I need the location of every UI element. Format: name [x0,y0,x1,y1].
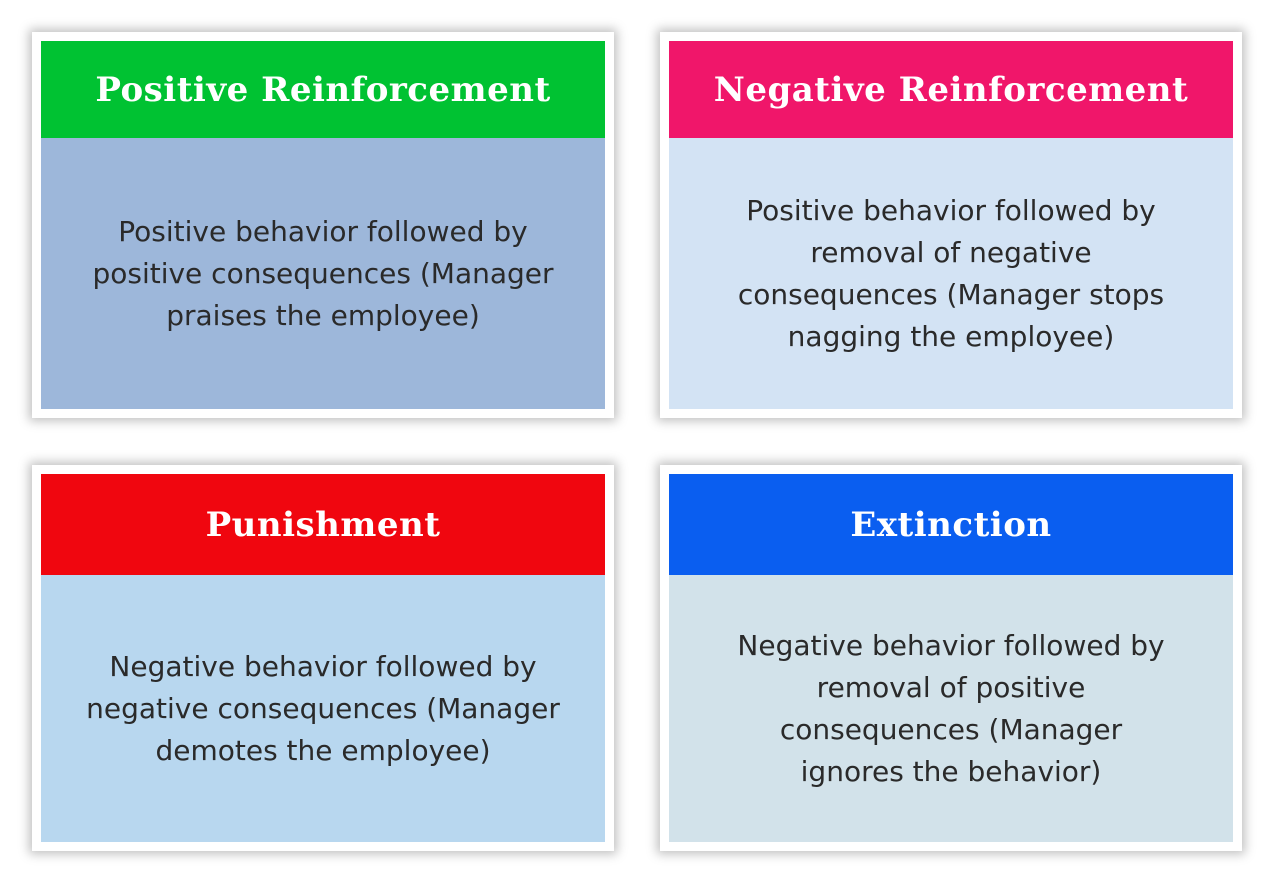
card-positive-reinforcement: Positive Reinforcement Positive behavior… [32,32,614,418]
card-negative-reinforcement: Negative Reinforcement Positive behavior… [660,32,1242,418]
card-description: Negative behavior followed by removal of… [669,575,1233,842]
card-description: Positive behavior followed by removal of… [669,138,1233,409]
card-title: Positive Reinforcement [41,41,605,138]
card-punishment: Punishment Negative behavior followed by… [32,465,614,851]
card-description: Positive behavior followed by positive c… [41,138,605,409]
card-title: Extinction [669,474,1233,575]
card-title: Punishment [41,474,605,575]
card-description: Negative behavior followed by negative c… [41,575,605,842]
card-extinction: Extinction Negative behavior followed by… [660,465,1242,851]
card-title: Negative Reinforcement [669,41,1233,138]
